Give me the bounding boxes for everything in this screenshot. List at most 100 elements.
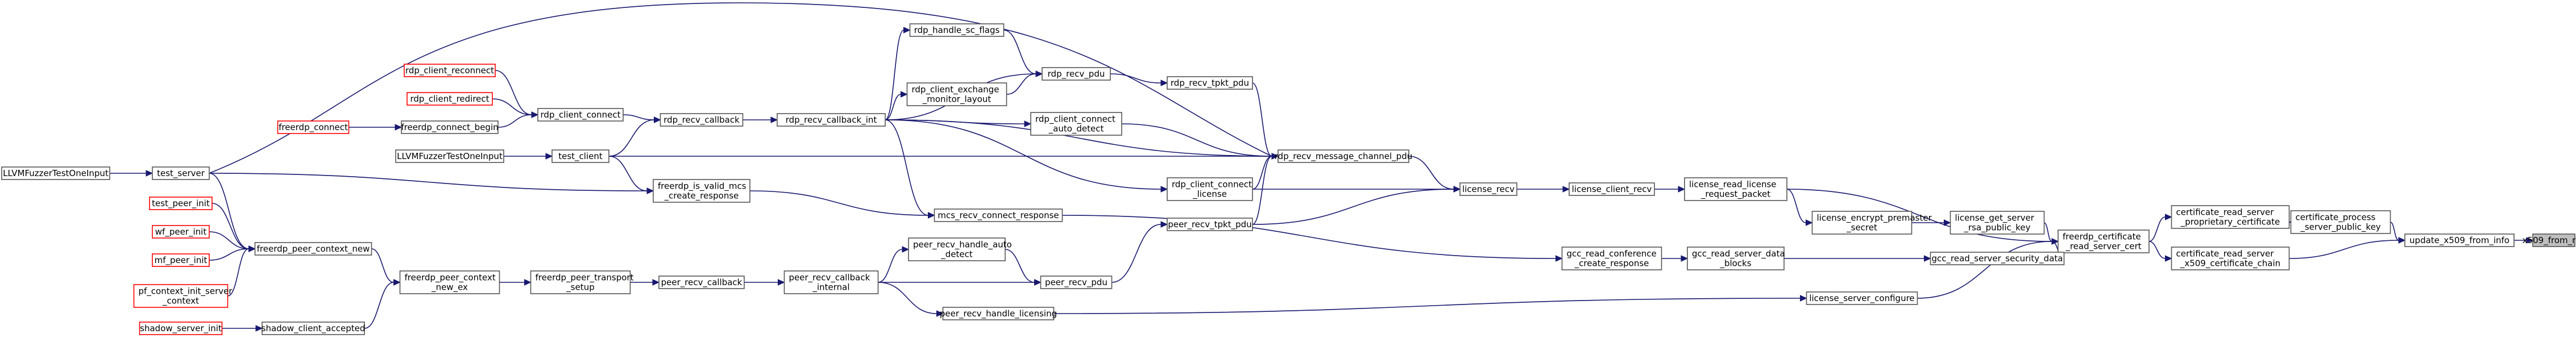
function-node: x509_from_rsa — [2523, 233, 2576, 247]
function-name-label: peer_recv_handle_licensing — [940, 308, 1057, 319]
function-node[interactable]: rdp_recv_callback — [659, 113, 744, 127]
function-node[interactable]: rdp_client_connect_auto_detect — [1030, 112, 1122, 136]
call-edge — [2148, 214, 2172, 242]
function-node[interactable]: test_server — [152, 166, 210, 180]
function-name-label: _internal — [812, 282, 849, 293]
call-edge — [608, 116, 661, 157]
call-edge — [1252, 186, 1461, 193]
function-node[interactable]: peer_recv_callback — [658, 276, 745, 289]
function-node[interactable]: rdp_handle_sc_flags — [909, 23, 1005, 37]
function-node[interactable]: pf_context_init_server_context — [133, 284, 233, 308]
function-node[interactable]: license_server_configure — [1806, 291, 1918, 305]
function-node[interactable]: certificate_process_server_public_key — [2290, 210, 2391, 234]
function-name-label: rdp_recv_callback — [663, 115, 740, 126]
function-name-label: _read_server_cert — [2065, 241, 2141, 252]
call-edge — [499, 279, 532, 286]
call-edge — [609, 153, 1279, 160]
function-node[interactable]: update_x509_from_info — [2404, 233, 2515, 247]
function-name-label: shadow_server_init — [140, 323, 222, 334]
function-node[interactable]: test_peer_init — [149, 197, 213, 210]
call-edge — [1062, 215, 1563, 262]
call-edge — [1110, 73, 1168, 86]
function-node[interactable]: license_client_recv — [1569, 182, 1655, 196]
function-node[interactable]: test_client — [551, 149, 609, 163]
function-name-label: rdp_recv_tpkt_pdu — [1171, 78, 1249, 89]
function-name-label: peer_recv_pdu — [1045, 277, 1107, 288]
function-node[interactable]: freerdp_certificate_read_server_cert — [2058, 229, 2150, 253]
function-node[interactable]: rdp_client_exchange_monitor_layout — [906, 82, 1007, 106]
function-node[interactable]: freerdp_connect_begin — [401, 120, 499, 134]
function-name-label: _monitor_layout — [922, 94, 992, 105]
function-name-label: rdp_client_reconnect — [405, 65, 494, 76]
function-name-label: _proprietary_certificate — [2180, 217, 2280, 228]
function-node[interactable]: peer_recv_tpkt_pdu — [1167, 218, 1253, 231]
function-node[interactable]: freerdp_peer_context_new — [254, 242, 372, 256]
function-node[interactable]: license_recv — [1459, 182, 1517, 196]
call-edge — [371, 248, 401, 286]
call-edge — [2148, 241, 2172, 262]
function-node[interactable]: rdp_client_connect — [537, 108, 624, 122]
function-node[interactable]: peer_recv_callback_internal — [783, 270, 879, 294]
function-name-label: mf_peer_init — [155, 255, 208, 266]
function-node[interactable]: certificate_read_server_proprietary_cert… — [2171, 205, 2290, 229]
function-node[interactable]: LLVMFuzzerTestOneInput — [1, 166, 110, 180]
function-name-label: license_get_server — [1955, 213, 2035, 224]
function-node[interactable]: mf_peer_init — [152, 253, 210, 267]
call-edge — [885, 27, 911, 120]
function-node[interactable]: certificate_read_server_x509_certificate… — [2171, 247, 2290, 270]
function-name-label: _request_packet — [1700, 189, 1770, 200]
call-edge — [1111, 221, 1168, 283]
function-node[interactable]: peer_recv_handle_auto_detect — [908, 237, 1012, 261]
function-node[interactable]: rdp_client_connect_license — [1167, 177, 1253, 201]
function-node[interactable]: rdp_client_reconnect — [404, 64, 496, 77]
function-node[interactable]: freerdp_connect — [277, 120, 350, 134]
function-node[interactable]: gcc_read_server_data_blocks — [1687, 247, 1785, 270]
function-node[interactable]: peer_recv_handle_licensing — [940, 307, 1057, 320]
function-node[interactable]: LLVMFuzzerTestOneInput — [395, 149, 504, 163]
function-node[interactable]: freerdp_peer_context_new_ex — [399, 270, 500, 294]
function-name-label: _context — [162, 296, 199, 307]
call-edge — [885, 119, 1168, 193]
function-name-label: _rsa_public_key — [1963, 223, 2030, 233]
function-node[interactable]: rdp_recv_callback_int — [777, 113, 886, 127]
call-edge — [209, 2, 1279, 174]
call-edges — [110, 2, 2534, 332]
function-node[interactable]: freerdp_is_valid_mcs_create_response — [653, 179, 750, 203]
function-node[interactable]: mcs_recv_connect_response — [934, 208, 1063, 222]
function-name-label: _new_ex — [431, 282, 468, 293]
call-edge — [885, 119, 1032, 127]
call-edge — [209, 245, 256, 261]
function-name-label: rdp_recv_callback_int — [786, 115, 877, 126]
function-name-label: peer_recv_callback — [661, 277, 742, 288]
function-node[interactable]: license_get_server_rsa_public_key — [1949, 211, 2045, 235]
function-node[interactable]: license_read_license_request_packet — [1684, 177, 1787, 201]
function-name-label: x509_from_rsa — [2523, 235, 2576, 246]
function-node[interactable]: rdp_client_redirect — [406, 92, 493, 106]
function-name-label: license_server_configure — [1809, 293, 1914, 304]
function-name-label: certificate_read_server — [2176, 207, 2275, 218]
function-node[interactable]: shadow_server_init — [139, 322, 223, 335]
function-node[interactable]: gcc_read_conference_create_response — [1561, 247, 1662, 270]
call-edge — [1784, 255, 1931, 262]
call-edge — [878, 246, 910, 283]
function-node[interactable]: freerdp_peer_transport_setup — [530, 270, 634, 294]
function-node[interactable]: rdp_recv_tpkt_pdu — [1167, 76, 1253, 90]
call-edge — [885, 119, 935, 219]
function-node[interactable]: wf_peer_init — [152, 225, 210, 239]
function-node[interactable]: gcc_read_server_security_data — [1930, 252, 2065, 265]
function-node[interactable]: shadow_client_accepted — [262, 322, 366, 335]
call-edge — [742, 116, 778, 123]
function-node[interactable]: rdp_recv_message_channel_pdu — [1275, 149, 1412, 163]
function-name-label: rdp_handle_sc_flags — [914, 25, 1000, 36]
function-name-label: freerdp_connect_begin — [401, 122, 498, 133]
call-edge — [630, 279, 660, 286]
function-name-label: update_x509_from_info — [2409, 235, 2509, 246]
function-name-label: rdp_client_connect — [1035, 114, 1115, 125]
function-name-label: _x509_certificate_chain — [2180, 258, 2280, 269]
function-nodes: x509_from_rsaupdate_x509_from_infocertif… — [1, 23, 2576, 335]
function-node[interactable]: license_encrypt_premaster_secret — [1811, 211, 1932, 235]
call-edge — [608, 156, 654, 194]
function-node[interactable]: rdp_recv_pdu — [1042, 67, 1111, 81]
function-node[interactable]: peer_recv_pdu — [1040, 276, 1113, 289]
